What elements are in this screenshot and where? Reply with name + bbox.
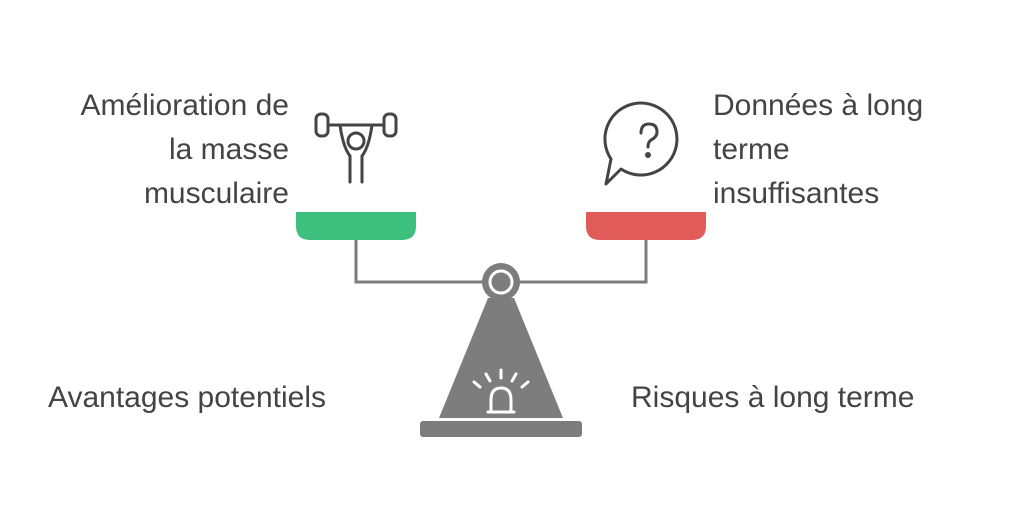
- left-pan-label: Amélioration de la masse musculaire: [81, 84, 289, 216]
- left-pan-line: Amélioration de: [80, 89, 289, 122]
- left-pan-line: musculaire: [143, 177, 289, 210]
- pivot-center: [496, 277, 506, 287]
- bottom-left-label: Avantages potentiels: [48, 381, 326, 414]
- right-pan: [586, 212, 706, 240]
- scale-base: [420, 421, 582, 437]
- alarm-icon: [472, 368, 530, 414]
- left-pan: [296, 212, 416, 240]
- bottom-right-label: Risques à long terme: [631, 381, 915, 414]
- scale-stand: [439, 298, 563, 418]
- right-pan-label: Données à long terme insuffisantes: [713, 84, 923, 216]
- weightlifter-icon: [314, 112, 398, 184]
- left-pan-line: la masse: [168, 133, 289, 166]
- right-pan-line: insuffisantes: [713, 177, 880, 210]
- pivot-ring: [488, 269, 514, 295]
- right-pan-line: terme: [713, 133, 790, 166]
- right-pan-line: Données à long: [713, 89, 924, 122]
- question-bubble-icon: [603, 101, 679, 186]
